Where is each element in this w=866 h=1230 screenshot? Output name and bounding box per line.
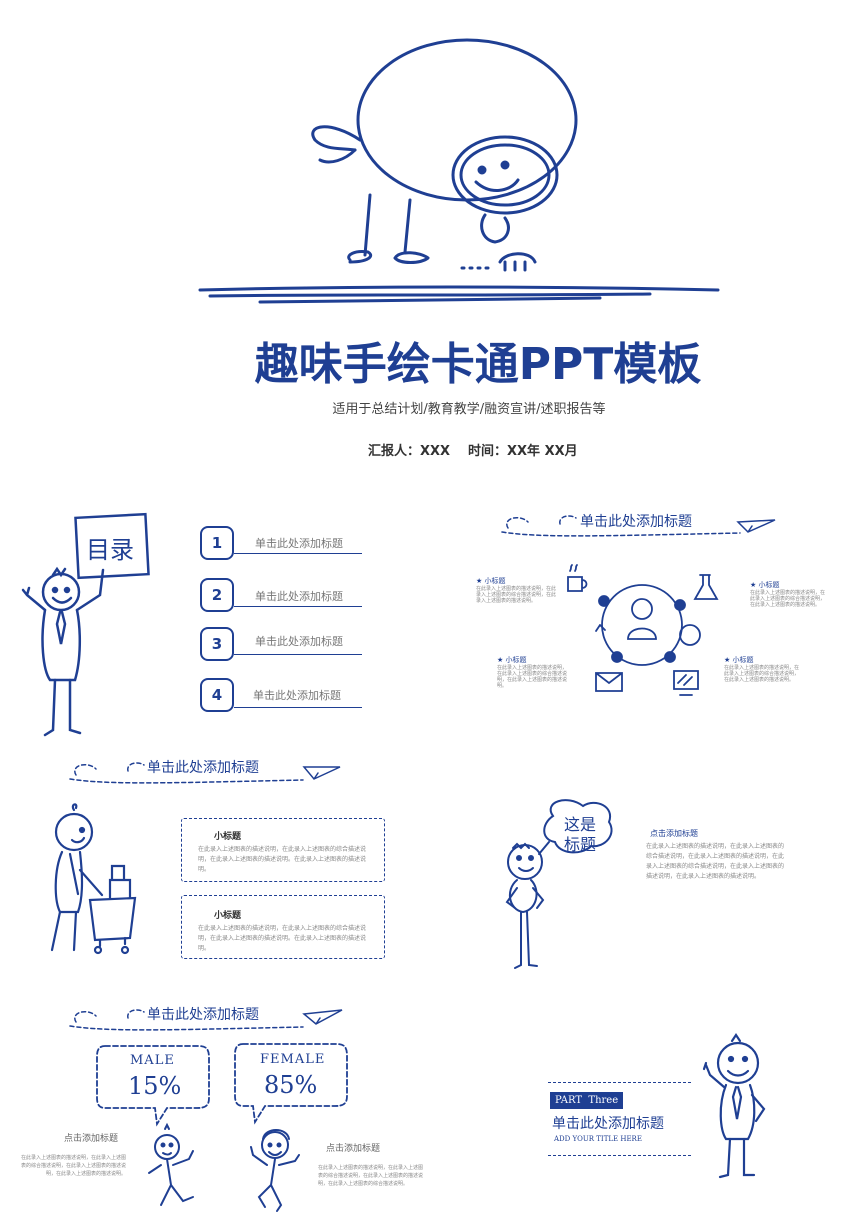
gender-bubbles	[96, 1043, 348, 1127]
gender-right-text: 在此录入上述图表的描述说明，在此录入上述图表的综合描述说明，在此录入上述图表的描…	[318, 1165, 424, 1187]
cover-illustration	[198, 38, 720, 304]
cycle-item-4: ★ 小标题 在此录入上述图表的描述说明，在此录入上述图表的综合描述说明，在此录入…	[724, 655, 800, 683]
cycle-diagram	[567, 564, 719, 696]
cycle-title: 单击此处添加标题	[580, 514, 692, 530]
toc-number: 2	[200, 578, 234, 612]
male-value: 15%	[128, 1072, 182, 1100]
toc-number: 1	[200, 526, 234, 560]
cover-title: 趣味手绘卡通PPT模板	[254, 339, 702, 390]
star-icon: ★	[497, 656, 504, 664]
box-text: 在此录入上述图表的描述说明，在此录入上述图表的综合描述说明，在此录入上述图表的描…	[198, 846, 367, 873]
boxes-title: 单击此处添加标题	[147, 760, 259, 776]
speech-text: 在此录入上述图表的描述说明，在此录入上述图表的综合描述说明，在此录入上述图表的描…	[646, 843, 785, 880]
speech-figure	[505, 799, 613, 969]
box-text: 在此录入上述图表的描述说明，在此录入上述图表的综合描述说明，在此录入上述图表的描…	[198, 925, 367, 952]
cycle-item-title: ★ 小标题	[750, 581, 780, 589]
cycle-title-decoration	[501, 515, 776, 537]
part-tag: PART Three	[550, 1092, 623, 1109]
toc-underline	[234, 707, 362, 708]
male-label: MALE	[130, 1053, 175, 1068]
cycle-item-title: ★ 小标题	[476, 577, 506, 585]
part-figure	[702, 1033, 766, 1179]
gender-right-heading: 点击添加标题	[326, 1144, 381, 1154]
gender-left-heading: 点击添加标题	[64, 1134, 119, 1144]
cover-subtitle: 适用于总结计划/教育教学/融资宣讲/述职报告等	[332, 402, 606, 417]
dancing-figures	[148, 1122, 300, 1212]
gender-title: 单击此处添加标题	[147, 1007, 259, 1023]
toc-label: 单击此处添加标题	[255, 635, 343, 648]
box-2: 小标题 在此录入上述图表的描述说明，在此录入上述图表的综合描述说明，在此录入上述…	[181, 895, 385, 959]
cycle-item-1: ★ 小标题 在此录入上述图表的描述说明，在此录入上述图表的综合描述说明，在此录入…	[476, 576, 556, 604]
speech-bubble-text: 这是 标题	[563, 815, 596, 854]
part-bottom-rule	[548, 1155, 691, 1156]
toc-item-2[interactable]: 2 单击此处添加标题	[200, 578, 370, 612]
part-title: 单击此处添加标题	[552, 1116, 664, 1132]
toc-sign-label: 目录	[86, 536, 134, 564]
toc-item-4[interactable]: 4 单击此处添加标题	[200, 678, 370, 712]
box-title: 小标题	[214, 832, 242, 842]
speech-heading: 点击添加标题	[650, 829, 698, 838]
female-label: FEMALE	[260, 1052, 326, 1067]
toc-label: 单击此处添加标题	[253, 689, 341, 702]
box-1: 小标题 在此录入上述图表的描述说明，在此录入上述图表的综合描述说明，在此录入上述…	[181, 818, 385, 882]
cycle-item-text: 在此录入上述图表的描述说明，在此录入上述图表的综合描述说明，在此录入上述图表的描…	[724, 665, 800, 683]
star-icon: ★	[476, 577, 483, 585]
toc-number: 4	[200, 678, 234, 712]
toc-number: 3	[200, 627, 234, 661]
cycle-item-text: 在此录入上述图表的描述说明，在此录入上述图表的综合描述说明，在此录入上述图表的描…	[476, 586, 557, 604]
gender-title-decoration	[69, 1009, 343, 1031]
toc-item-1[interactable]: 1 单击此处添加标题	[200, 526, 370, 560]
cart-figure	[50, 803, 137, 955]
cover-reporter: 汇报人：XXX	[368, 444, 451, 459]
star-icon: ★	[750, 581, 757, 589]
female-value: 85%	[264, 1071, 318, 1099]
cycle-item-text: 在此录入上述图表的描述说明，在此录入上述图表的综合描述说明，在此录入上述图表的描…	[497, 665, 568, 689]
toc-figure	[21, 512, 150, 737]
cycle-item-2: ★ 小标题 在此录入上述图表的描述说明，在此录入上述图表的综合描述说明，在此录入…	[750, 580, 826, 608]
box-title: 小标题	[214, 911, 242, 921]
toc-underline	[234, 553, 362, 554]
cover-time: 时间：XX年 XX月	[468, 444, 578, 459]
toc-label: 单击此处添加标题	[255, 590, 343, 603]
part-top-rule	[548, 1082, 691, 1083]
star-icon: ★	[724, 656, 731, 664]
boxes-title-decoration	[69, 762, 341, 784]
part-subtitle: ADD YOUR TITLE HERE	[554, 1135, 642, 1143]
gender-left-text: 在此录入上述图表的描述说明，在此录入上述图表的综合描述说明，在此录入上述图表的描…	[20, 1155, 126, 1177]
cycle-item-title: ★ 小标题	[497, 656, 527, 664]
toc-underline	[234, 606, 362, 607]
toc-item-3[interactable]: 3 单击此处添加标题	[200, 627, 370, 661]
cycle-item-3: ★ 小标题 在此录入上述图表的描述说明，在此录入上述图表的综合描述说明，在此录入…	[497, 655, 571, 689]
toc-label: 单击此处添加标题	[255, 537, 343, 550]
cycle-item-title: ★ 小标题	[724, 656, 754, 664]
toc-underline	[234, 654, 362, 655]
cycle-item-text: 在此录入上述图表的描述说明，在此录入上述图表的综合描述说明，在此录入上述图表的描…	[750, 590, 826, 608]
